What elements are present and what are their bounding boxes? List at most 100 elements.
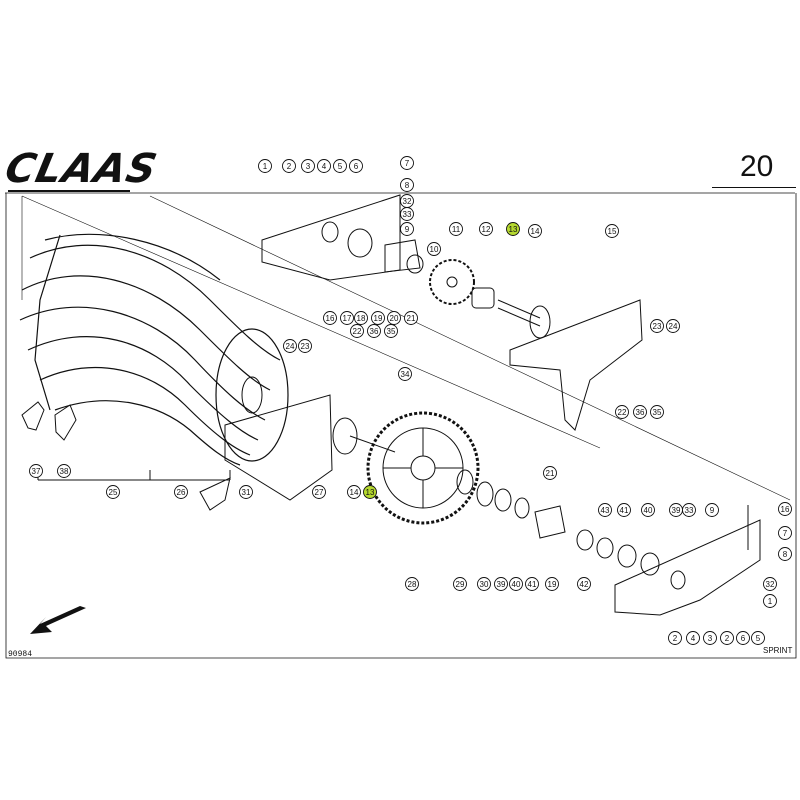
callout-28: 28 <box>405 577 419 591</box>
callout-label: 11 <box>452 225 461 234</box>
large-sprocket <box>366 411 480 525</box>
callout-label: 14 <box>350 488 359 497</box>
callout-label: 25 <box>109 488 118 497</box>
model-name: SPRINT <box>763 646 793 655</box>
brand-underline <box>8 190 130 192</box>
callout-2: 2 <box>720 631 734 645</box>
callout-30: 30 <box>477 577 491 591</box>
rotor-tines <box>19 233 281 466</box>
callout-label: 43 <box>601 506 610 515</box>
callout-36: 36 <box>367 324 381 338</box>
callout-14: 14 <box>528 224 542 238</box>
callout-4: 4 <box>686 631 700 645</box>
callout-13: 13 <box>506 222 520 236</box>
callout-19: 19 <box>371 311 385 325</box>
callout-10: 10 <box>427 242 441 256</box>
callout-label: 36 <box>636 408 645 417</box>
callout-label: 19 <box>548 580 557 589</box>
callout-8: 8 <box>778 547 792 561</box>
callout-36: 36 <box>633 405 647 419</box>
callout-21: 21 <box>543 466 557 480</box>
direction-arrow-icon <box>30 606 86 634</box>
callout-label: 39 <box>497 580 506 589</box>
page-number-rule <box>712 187 796 188</box>
callout-27: 27 <box>312 485 326 499</box>
callout-24: 24 <box>283 339 297 353</box>
callout-label: 8 <box>783 550 788 559</box>
callout-35: 35 <box>384 324 398 338</box>
callout-6: 6 <box>736 631 750 645</box>
callout-label: 6 <box>741 634 746 643</box>
callout-label: 23 <box>653 322 662 331</box>
callout-label: 1 <box>263 162 268 171</box>
callout-label: 3 <box>708 634 713 643</box>
callout-label: 12 <box>482 225 491 234</box>
callout-label: 16 <box>781 505 790 514</box>
callout-33: 33 <box>400 207 414 221</box>
callout-40: 40 <box>509 577 523 591</box>
small-sprocket <box>429 259 475 305</box>
callout-2: 2 <box>668 631 682 645</box>
callout-label: 21 <box>407 314 416 323</box>
callout-label: 4 <box>691 634 696 643</box>
callout-23: 23 <box>650 319 664 333</box>
callout-37: 37 <box>29 464 43 478</box>
callout-12: 12 <box>479 222 493 236</box>
callout-41: 41 <box>525 577 539 591</box>
callout-33: 33 <box>682 503 696 517</box>
callout-label: 13 <box>509 225 518 234</box>
callout-label: 18 <box>357 314 366 323</box>
callout-label: 38 <box>60 467 69 476</box>
callout-41: 41 <box>617 503 631 517</box>
callout-5: 5 <box>333 159 347 173</box>
callout-16: 16 <box>778 502 792 516</box>
callout-22: 22 <box>350 324 364 338</box>
callout-label: 2 <box>725 634 730 643</box>
callout-38: 38 <box>57 464 71 478</box>
callout-label: 35 <box>653 408 662 417</box>
callout-label: 7 <box>405 159 410 168</box>
callout-40: 40 <box>641 503 655 517</box>
callout-19: 19 <box>545 577 559 591</box>
callout-label: 24 <box>669 322 678 331</box>
callout-label: 3 <box>306 162 311 171</box>
callout-label: 7 <box>783 529 788 538</box>
callout-label: 40 <box>644 506 653 515</box>
callout-39: 39 <box>669 503 683 517</box>
rotor-disc <box>215 328 289 462</box>
callout-label: 9 <box>405 225 410 234</box>
bracket-plate-right <box>509 299 643 431</box>
bracket-plate-left <box>261 194 401 281</box>
callout-29: 29 <box>453 577 467 591</box>
frame-border <box>5 192 797 659</box>
callout-2: 2 <box>282 159 296 173</box>
callout-label: 10 <box>430 245 439 254</box>
callout-label: 32 <box>766 580 775 589</box>
callout-35: 35 <box>650 405 664 419</box>
callout-label: 22 <box>618 408 627 417</box>
callout-label: 41 <box>620 506 629 515</box>
callout-label: 33 <box>685 506 694 515</box>
callout-label: 30 <box>480 580 489 589</box>
callout-43: 43 <box>598 503 612 517</box>
callout-7: 7 <box>400 156 414 170</box>
callout-label: 34 <box>401 370 410 379</box>
callout-label: 17 <box>343 314 352 323</box>
callout-4: 4 <box>317 159 331 173</box>
callout-32: 32 <box>763 577 777 591</box>
callout-18: 18 <box>354 311 368 325</box>
callout-label: 41 <box>528 580 537 589</box>
callout-6: 6 <box>349 159 363 173</box>
guide-box <box>21 195 791 501</box>
callout-label: 14 <box>531 227 540 236</box>
callout-label: 24 <box>286 342 295 351</box>
callout-label: 31 <box>242 488 251 497</box>
callout-1: 1 <box>258 159 272 173</box>
callout-label: 37 <box>32 467 41 476</box>
callout-label: 32 <box>403 197 412 206</box>
callout-42: 42 <box>577 577 591 591</box>
callout-label: 13 <box>366 488 375 497</box>
callout-16: 16 <box>323 311 337 325</box>
